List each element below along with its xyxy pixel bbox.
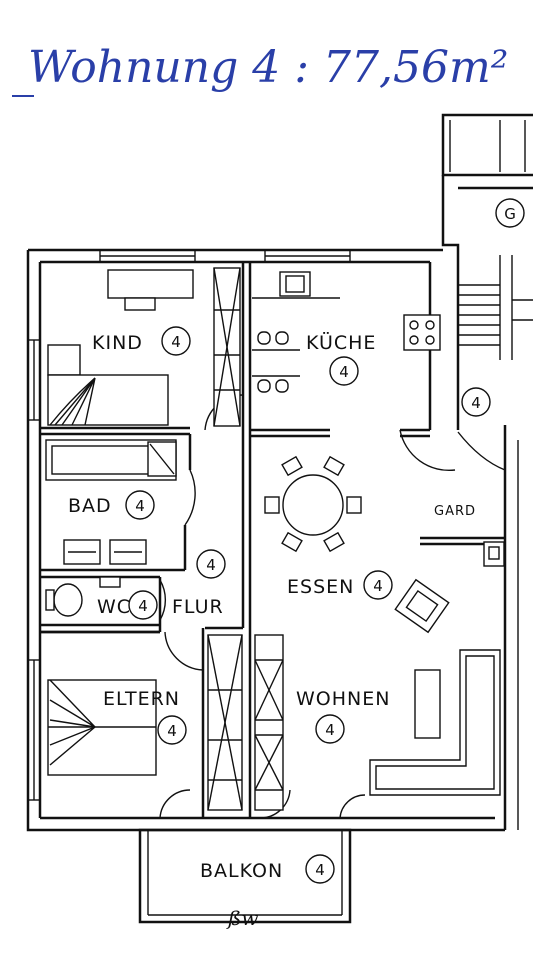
room-label-flur: FLUR	[172, 596, 224, 618]
svg-text:4: 4	[471, 394, 481, 412]
wc-furniture	[45, 576, 158, 620]
room-unit-wc: 4	[138, 597, 148, 615]
room-unit-bad: 4	[135, 497, 145, 515]
stair-marker: G	[504, 205, 516, 223]
room-unit-kind: 4	[171, 333, 181, 351]
interior-walls	[40, 262, 505, 818]
staircase	[458, 255, 533, 360]
signature-mark: ßw	[226, 906, 258, 930]
room-label-garderobe: GARD	[434, 504, 476, 519]
neighbour-structure: G 4	[441, 113, 533, 830]
room-unit-kueche: 4	[339, 363, 349, 381]
dining-table	[282, 474, 344, 536]
room-unit-eltern: 4	[167, 722, 177, 740]
room-label-kueche: KÜCHE	[306, 331, 376, 354]
kind-furniture	[47, 267, 241, 427]
room-unit-flur: 4	[206, 556, 216, 574]
coffee-table	[414, 669, 441, 739]
kitchen-furniture	[252, 271, 441, 393]
room-label-kind: KIND	[92, 332, 143, 354]
living-furniture	[264, 455, 505, 796]
room-label-wohnen: WOHNEN	[296, 688, 390, 710]
room-unit-balkon: 4	[315, 861, 325, 879]
toilet	[53, 583, 83, 617]
room-label-essen: ESSEN	[287, 576, 354, 598]
room-label-bad: BAD	[68, 495, 112, 517]
room-label-wc: WC	[97, 596, 131, 618]
room-label-balkon: BALKON	[200, 860, 283, 882]
stove	[403, 314, 441, 351]
room-label-eltern: ELTERN	[103, 688, 180, 710]
balcony	[138, 828, 352, 924]
wardrobe-wohnen	[254, 634, 284, 811]
eltern-furniture	[47, 634, 284, 811]
room-unit-essen: 4	[373, 577, 383, 595]
room-unit-wohnen: 4	[325, 721, 335, 739]
handwritten-title: Wohnung 4 : 77,56m²	[28, 42, 508, 93]
bad-furniture	[45, 439, 226, 579]
stair-marker-circle	[495, 198, 525, 228]
sofa	[369, 649, 501, 796]
